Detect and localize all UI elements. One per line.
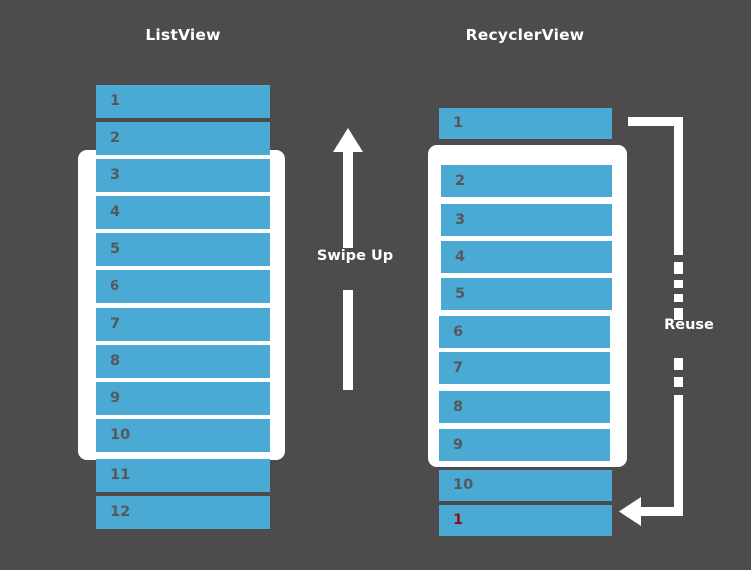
listview-row-3[interactable]: 3 <box>96 159 270 192</box>
recyclerview-row-6[interactable]: 6 <box>439 316 610 348</box>
listview-row-label: 2 <box>110 130 121 147</box>
listview-row-11[interactable]: 11 <box>96 459 270 492</box>
listview-row-10[interactable]: 10 <box>96 419 270 452</box>
listview-row-label: 6 <box>110 279 120 294</box>
listview-row-12[interactable]: 12 <box>96 496 270 529</box>
reuse-arrow-icon <box>619 117 683 526</box>
recyclerview-row-label: 1 <box>453 115 464 132</box>
listview-row-label: 10 <box>110 427 131 444</box>
reuse-annotation: Reuse <box>615 105 751 530</box>
recyclerview-row-label: 1 <box>453 512 464 529</box>
recyclerview-row-9[interactable]: 9 <box>439 429 610 461</box>
listview-row-label: 12 <box>110 504 131 521</box>
reuse-label: Reuse <box>664 317 714 333</box>
listview-row-label: 3 <box>110 167 121 184</box>
recyclerview-row-1-top[interactable]: 1 <box>439 108 612 139</box>
recyclerview-row-3[interactable]: 3 <box>441 204 612 236</box>
listview-row-2[interactable]: 2 <box>96 122 270 155</box>
listview-row-label: 8 <box>110 353 121 370</box>
recyclerview-row-2[interactable]: 2 <box>441 165 612 197</box>
recyclerview-row-label: 6 <box>453 323 464 340</box>
listview-row-1[interactable]: 1 <box>96 85 270 118</box>
listview-row-label: 5 <box>110 241 121 258</box>
recyclerview-row-5[interactable]: 5 <box>441 278 612 310</box>
listview-row-label: 9 <box>110 390 121 407</box>
listview-row-8[interactable]: 8 <box>96 345 270 378</box>
swipe-up-arrow-icon <box>333 128 363 390</box>
listview-row-4[interactable]: 4 <box>96 196 270 229</box>
recyclerview-row-label: 10 <box>453 477 474 494</box>
listview-row-label: 1 <box>110 93 121 110</box>
recyclerview-row-10[interactable]: 10 <box>439 470 612 501</box>
listview-row-9[interactable]: 9 <box>96 382 270 415</box>
listview-row-label: 11 <box>110 467 131 484</box>
recyclerview-row-label: 9 <box>453 436 464 453</box>
recyclerview-row-recycled[interactable]: 1 <box>439 505 612 536</box>
listview-row-7[interactable]: 7 <box>96 308 270 341</box>
listview-row-label: 7 <box>110 316 121 333</box>
recyclerview-row-8[interactable]: 8 <box>439 391 610 423</box>
recyclerview-row-label: 8 <box>453 398 464 415</box>
swipe-up-label: Swipe Up <box>316 248 394 264</box>
recyclerview-row-label: 7 <box>453 359 464 376</box>
recyclerview-row-label: 2 <box>455 172 466 189</box>
listview-row-6[interactable]: 6 <box>96 270 270 303</box>
listview-title: ListView <box>145 26 221 44</box>
listview-row-5[interactable]: 5 <box>96 233 270 266</box>
recyclerview-row-label: 5 <box>455 285 466 302</box>
recyclerview-row-4[interactable]: 4 <box>441 241 612 273</box>
recyclerview-row-7[interactable]: 7 <box>439 352 610 384</box>
recyclerview-row-label: 3 <box>455 211 466 228</box>
recyclerview-title: RecyclerView <box>465 26 585 44</box>
swipe-up-annotation: Swipe Up <box>300 120 410 395</box>
recyclerview-row-label: 4 <box>455 248 466 265</box>
listview-row-label: 4 <box>110 204 121 221</box>
